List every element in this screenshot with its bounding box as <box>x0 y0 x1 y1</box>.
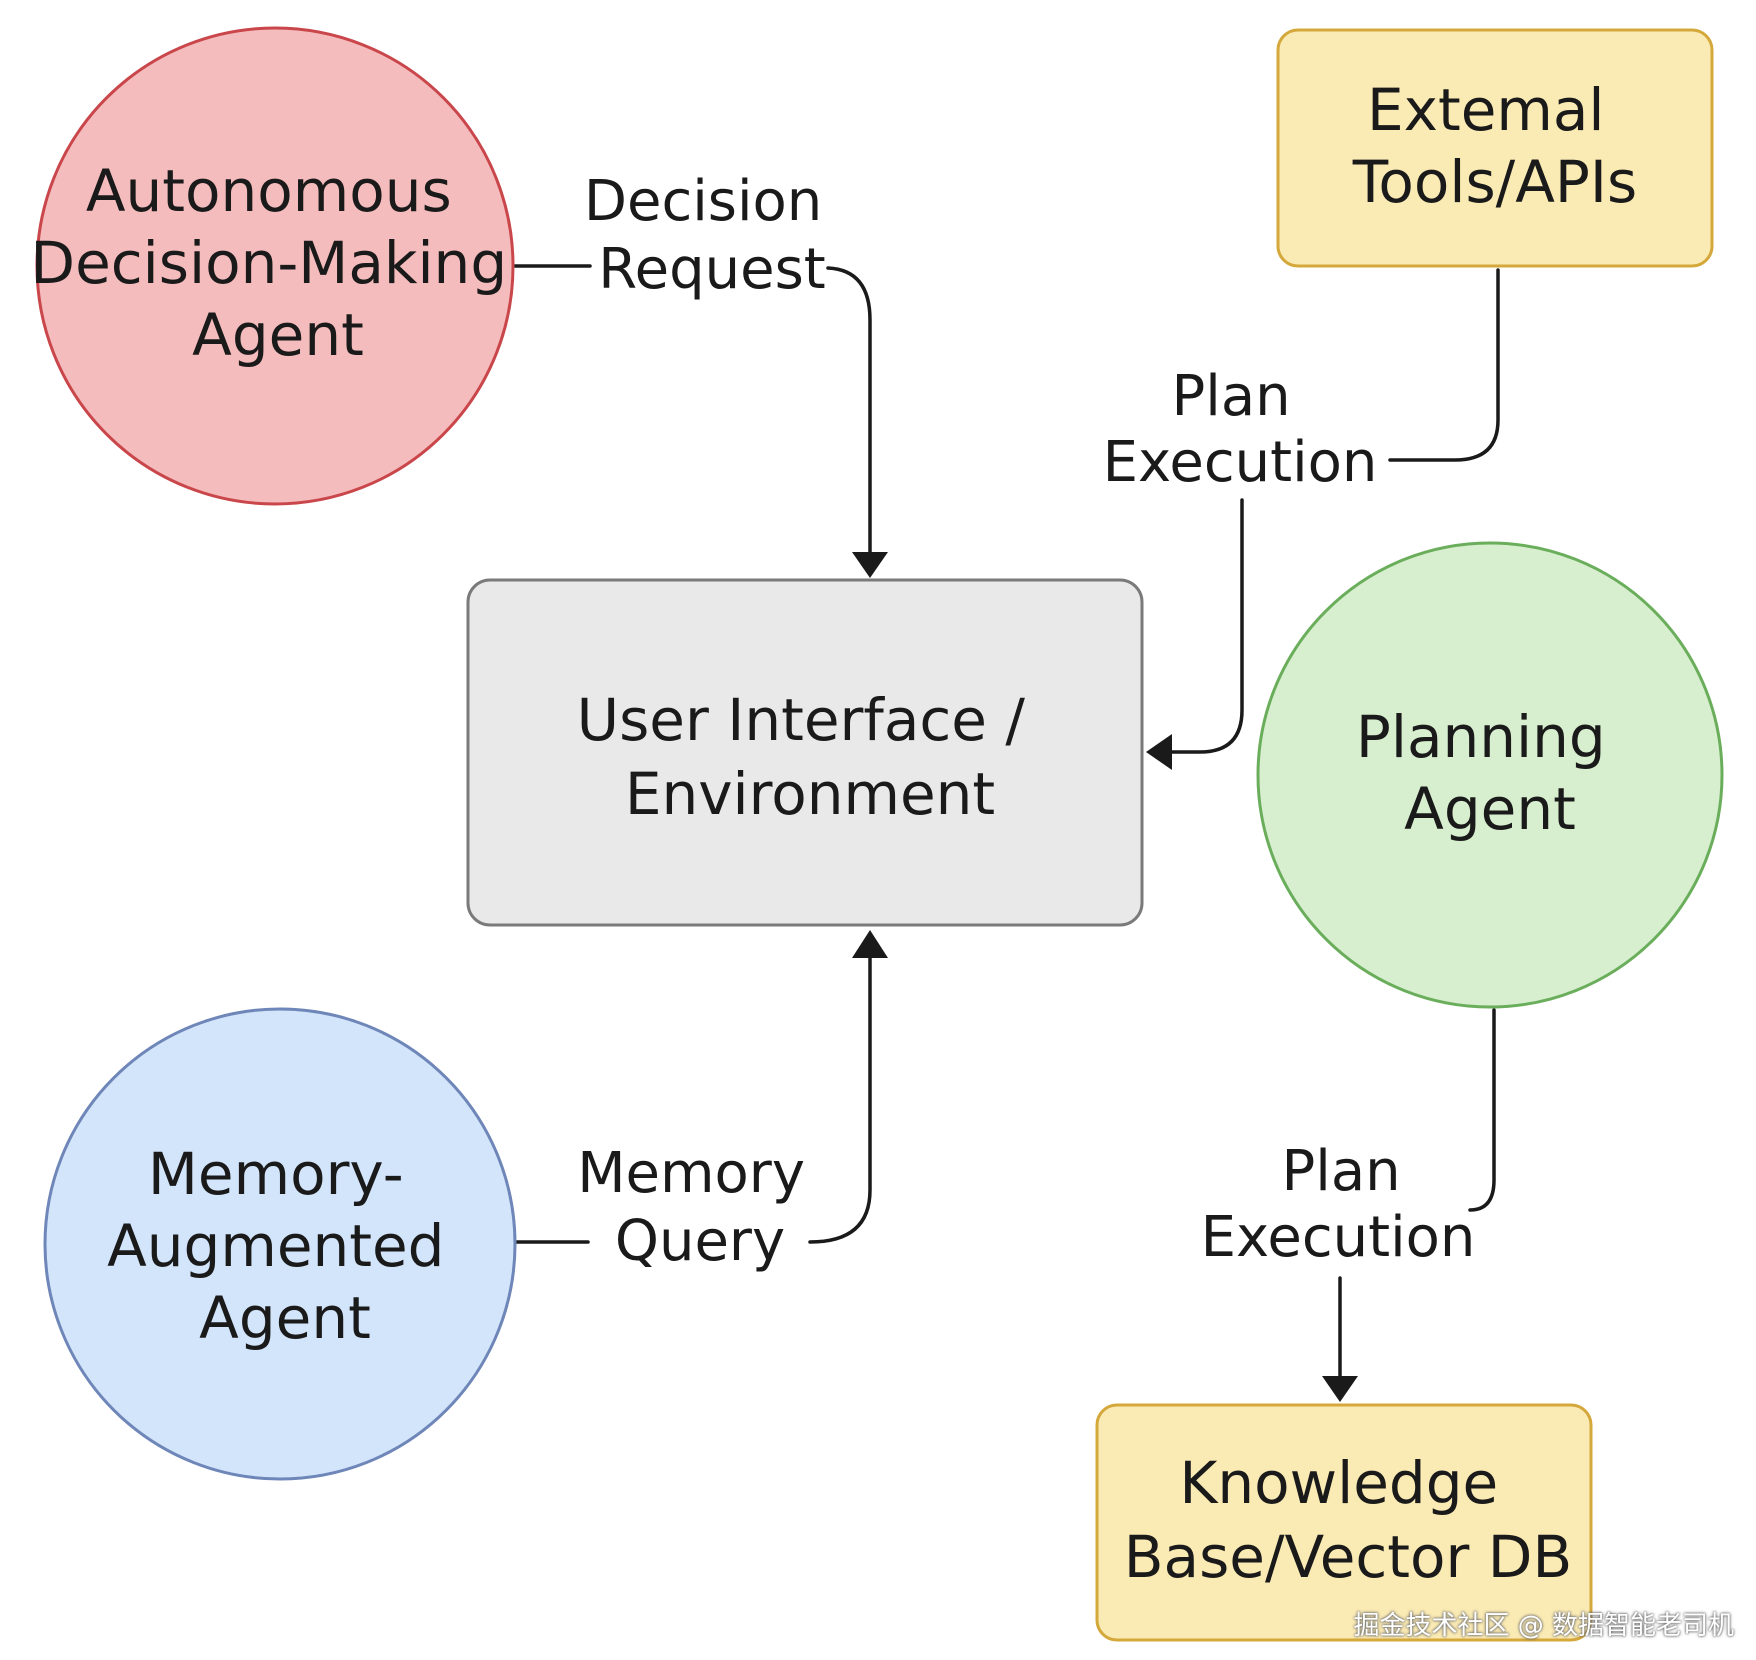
plan-execution-top-label-line: Plan <box>1172 364 1291 429</box>
plan-execution-top-label-line: Execution <box>1103 430 1378 495</box>
connector-plan-execution-bottom <box>1338 1008 1496 1380</box>
planning-agent-node <box>1256 541 1724 1009</box>
plan-execution-bottom-label-line: Plan <box>1282 1139 1401 1204</box>
knowledge-base-label: Knowledge Base/Vector DB <box>1124 1449 1572 1591</box>
decision-request-label-line: Decision <box>584 169 822 234</box>
connector-plan-execution-top <box>1168 268 1500 754</box>
knowledge-base-node <box>1095 1403 1593 1642</box>
memory-query-label-line: Query <box>615 1209 785 1274</box>
external-tools-node <box>1276 28 1714 268</box>
external-tools-label: Extemal Tools/APIs <box>1352 76 1637 216</box>
autonomous-agent-node <box>35 26 515 506</box>
knowledge-base-label-line: Knowledge <box>1179 1449 1498 1517</box>
connector-memory-query <box>513 954 872 1244</box>
memory-agent-label: Memory- Augmented Agent <box>107 1140 463 1352</box>
plan-execution-bottom-label-line: Execution <box>1201 1205 1476 1270</box>
user-interface-node <box>466 578 1144 927</box>
autonomous-agent-label-line: Agent <box>192 301 364 369</box>
autonomous-agent-label-line: Autonomous <box>86 157 452 225</box>
user-interface-label-line: Environment <box>625 760 995 828</box>
arrow-head-plan-execution-top <box>1146 734 1172 770</box>
decision-request-label-line: Request <box>598 237 825 302</box>
knowledge-base-label-line: Base/Vector DB <box>1124 1523 1572 1591</box>
watermark-text: 掘金技术社区 @ 数据智能老司机 <box>1353 1611 1734 1641</box>
autonomous-agent-label: Autonomous Decision-Making Agent <box>30 157 525 369</box>
external-tools-label-line: Extemal <box>1367 76 1605 144</box>
memory-agent-label-line: Augmented <box>107 1212 444 1280</box>
memory-agent-label-line: Memory- <box>148 1140 404 1208</box>
autonomous-agent-label-line: Decision-Making <box>30 229 507 297</box>
arrow-head-plan-execution-bottom <box>1322 1376 1358 1402</box>
arrow-head-memory-query <box>852 930 888 958</box>
memory-agent-node <box>43 1007 517 1481</box>
memory-agent-label-line: Agent <box>199 1284 371 1352</box>
user-interface-label: User Interface / Environment <box>577 686 1044 828</box>
memory-query-label: Memory Query <box>577 1141 823 1274</box>
plan-execution-top-label: Plan Execution <box>1103 364 1378 495</box>
external-tools-label-line: Tools/APIs <box>1352 148 1637 216</box>
decision-request-label: Decision Request <box>584 169 840 302</box>
planning-agent-label-line: Agent <box>1404 775 1576 843</box>
planning-agent-label-line: Planning <box>1356 703 1606 771</box>
connector-decision-request <box>513 264 872 557</box>
planning-agent-label: Planning Agent <box>1356 703 1624 843</box>
user-interface-label-line: User Interface / <box>577 686 1026 754</box>
plan-execution-bottom-label: Plan Execution <box>1201 1139 1476 1270</box>
arrow-head-decision-request <box>852 552 888 578</box>
memory-query-label-line: Memory <box>577 1141 805 1206</box>
